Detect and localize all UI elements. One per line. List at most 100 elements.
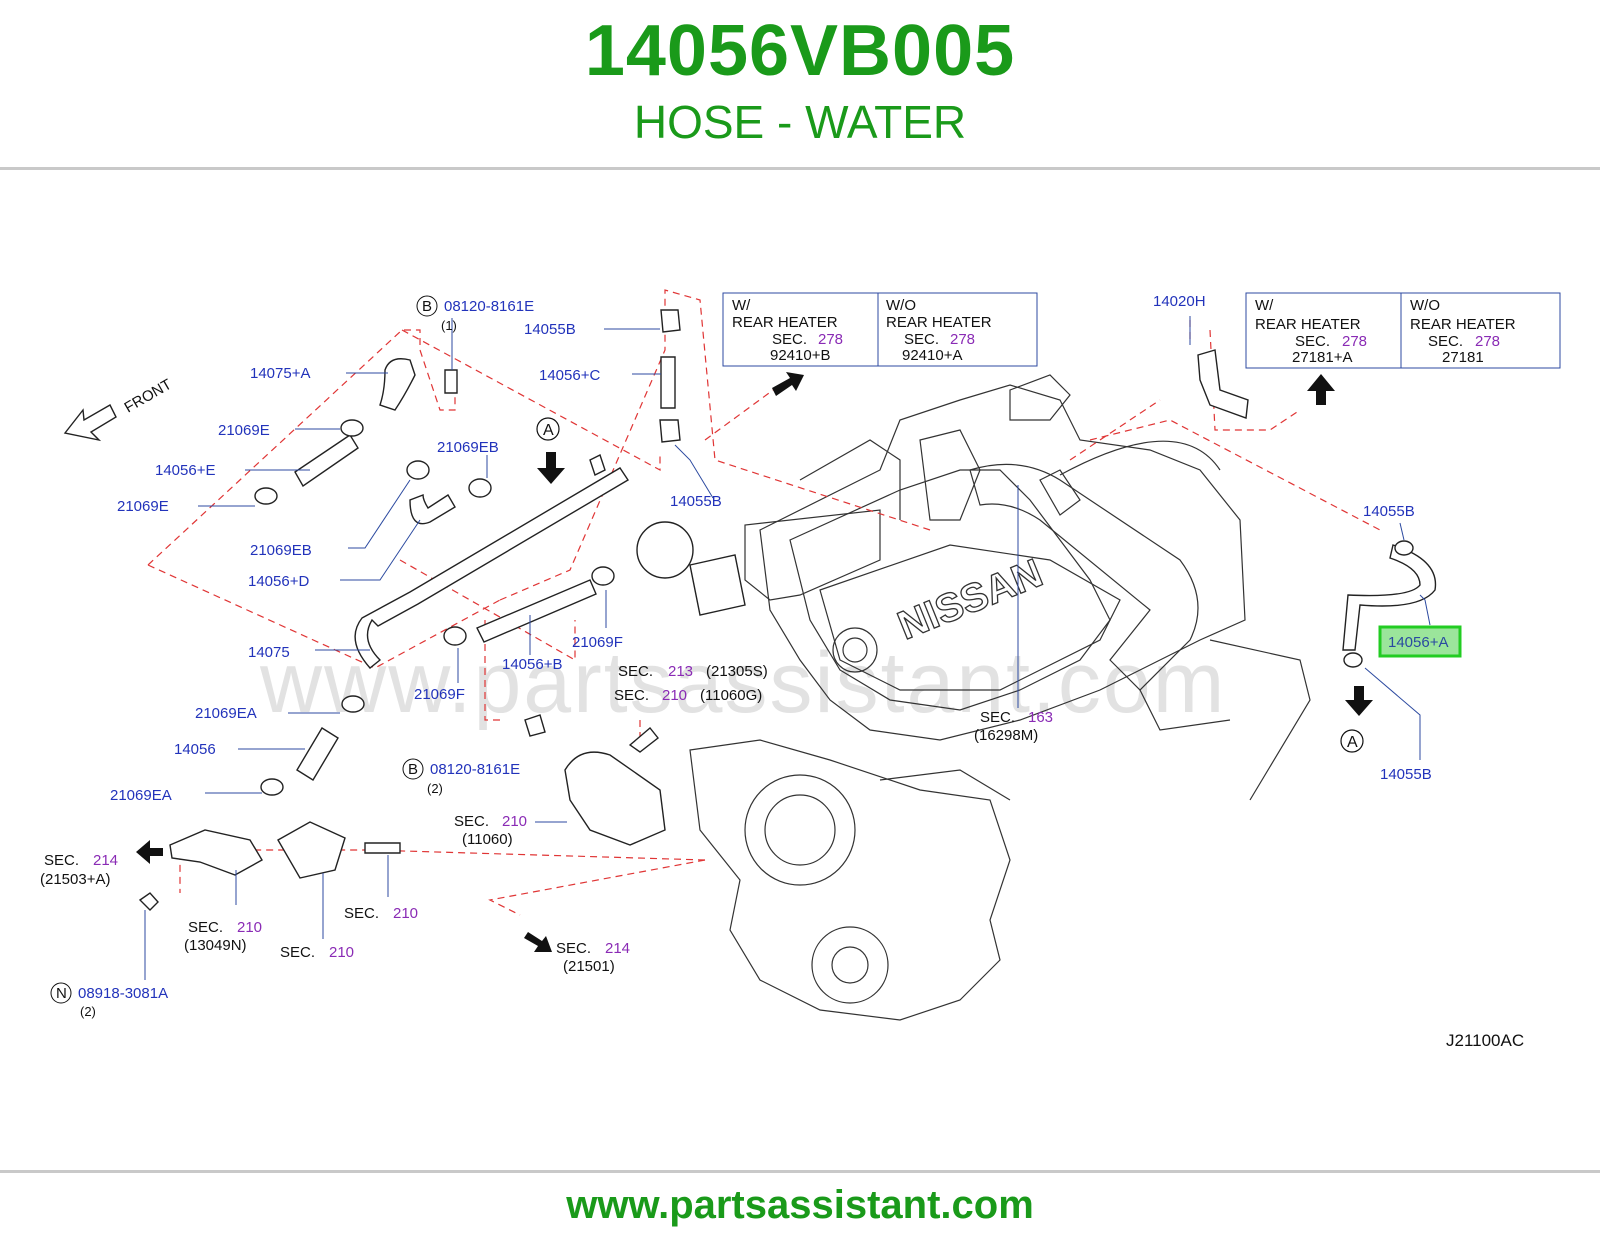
sec-214b[interactable]: 214 [605,940,630,957]
hose-14056E [294,434,359,488]
callout-14055B-mid[interactable]: 14055B [670,493,722,510]
sec-word-214b: SEC. [556,940,591,957]
hose-14056 [296,727,339,781]
sec-word-210d: SEC. [280,944,315,961]
callout-21069E-1[interactable]: 21069E [218,422,270,439]
sec-213-ref: (21305S) [706,663,768,680]
callout-14056D[interactable]: 14056+D [248,573,309,590]
callout-14055B-top[interactable]: 14055B [524,321,576,338]
box-left-w-line2: REAR HEATER [732,314,838,331]
callout-labels: B 08120-8161E (1) 14055B 14075+A 14056+C… [50,293,1462,1019]
callout-14055B-right-bottom[interactable]: 14055B [1380,766,1432,783]
clamp-21069F-a [443,626,467,646]
water-outlet [169,829,263,876]
callout-14055B-right-top[interactable]: 14055B [1363,503,1415,520]
callout-21069EB-1[interactable]: 21069EB [437,439,499,456]
front-label: FRONT [122,376,175,417]
box-right-wo-head: W/O [1410,297,1440,314]
part-description: HOSE - WATER [633,96,967,148]
sec-210b[interactable]: 210 [502,813,527,830]
box-right-wo-sec[interactable]: 278 [1475,333,1500,350]
box-left-w-head: W/ [732,297,751,314]
sec-210c-ref: (13049N) [184,937,247,954]
marker-n-letter: N [56,985,67,1002]
box-left-w-sec[interactable]: 278 [818,331,843,348]
highlight-box-14056A [1378,625,1462,658]
box-left-wo-head: W/O [886,297,916,314]
box-right-wo-line2: REAR HEATER [1410,316,1516,333]
hose-14056C [660,356,676,409]
arrow-up-icon [1307,374,1335,405]
bolt-08120-upper [444,369,458,394]
sec-word-163: SEC. [980,709,1015,726]
arrow-down-icon-left [537,452,565,484]
callout-08120-upper[interactable]: 08120-8161E [444,298,534,315]
callout-14020H[interactable]: 14020H [1153,293,1206,310]
marker-b-upper [416,295,438,317]
svg-text:NISSAN: NISSAN [892,551,1049,648]
box-right-w-line2: REAR HEATER [1255,316,1361,333]
sec-210a[interactable]: 210 [662,687,687,704]
callout-14075[interactable]: 14075 [248,644,290,661]
box-right-w-sec[interactable]: 278 [1342,333,1367,350]
callout-21069EA-1[interactable]: 21069EA [195,705,257,722]
callout-21069EB-2[interactable]: 21069EB [250,542,312,559]
callout-14056A-highlighted[interactable]: 14056+A [1388,634,1448,651]
arrow-upright-icon [772,372,804,396]
marker-b-lower-letter: B [408,761,418,778]
sec-213[interactable]: 213 [668,663,693,680]
sec-210b-ref: (11060) [462,831,513,848]
callout-08918-qty: (2) [80,1004,96,1019]
sec-word-213: SEC. [618,663,653,680]
leader-lines [144,316,1431,980]
section-references: SEC. 213 (21305S) SEC. 210 (11060G) SEC.… [40,663,1053,975]
callout-14056C[interactable]: 14056+C [539,367,600,384]
ref-marker-a-right-letter: A [1347,734,1358,751]
box-right-wo-sec-word: SEC. [1428,333,1463,350]
callout-21069F-2[interactable]: 21069F [572,634,623,651]
box-left-wo-line2: REAR HEATER [886,314,992,331]
box-right-w-head: W/ [1255,297,1274,314]
clamp-21069EB-a [406,460,430,480]
clamp-14055B-right-top [1394,540,1414,556]
part-number: 14056VB005 [584,11,1016,91]
valve-213 [636,521,694,579]
callout-08120-upper-qty: (1) [441,318,457,333]
gasket-210 [277,821,346,879]
nut-08918 [138,892,159,911]
sec-210e[interactable]: 210 [393,905,418,922]
sec-214a[interactable]: 214 [93,852,118,869]
sec-163[interactable]: 163 [1028,709,1053,726]
parts-illustration [63,309,1437,952]
callout-14075A[interactable]: 14075+A [250,365,310,382]
callout-21069E-2[interactable]: 21069E [117,498,169,515]
callout-14056E[interactable]: 14056+E [155,462,215,479]
header-divider [0,167,1600,170]
box-right-w-sec-word: SEC. [1295,333,1330,350]
sec-210d[interactable]: 210 [329,944,354,961]
arrow-left-icon [136,840,163,864]
callout-14056[interactable]: 14056 [174,741,216,758]
sec-214b-ref: (21501) [563,958,615,975]
callout-08120-lower[interactable]: 08120-8161E [430,761,520,778]
box-left-w-ref: 92410+B [770,347,830,364]
clamp-21069F-b [591,566,615,586]
clamp-21069E-upper [340,419,364,437]
callout-21069EA-2[interactable]: 21069EA [110,787,172,804]
footer-divider [0,1170,1600,1173]
callout-21069F-1[interactable]: 21069F [414,686,465,703]
clamp-21069EB-b [468,478,492,498]
sec-210c[interactable]: 210 [237,919,262,936]
hose-fitting-14075A [379,358,416,411]
box-left-wo-sec[interactable]: 278 [950,331,975,348]
drawing-code: J21100AC [1446,1031,1524,1050]
footer-url[interactable]: www.partsassistant.com [566,1183,1034,1227]
sec-214a-ref: (21503+A) [40,871,110,888]
box-right-w-ref: 27181+A [1292,349,1352,366]
callout-08918[interactable]: 08918-3081A [78,985,168,1002]
callout-14056B[interactable]: 14056+B [502,656,562,673]
clamp-14055B-right-bottom [1343,652,1363,668]
thermostat-housing [564,751,666,846]
callout-08120-lower-qty: (2) [427,781,443,796]
